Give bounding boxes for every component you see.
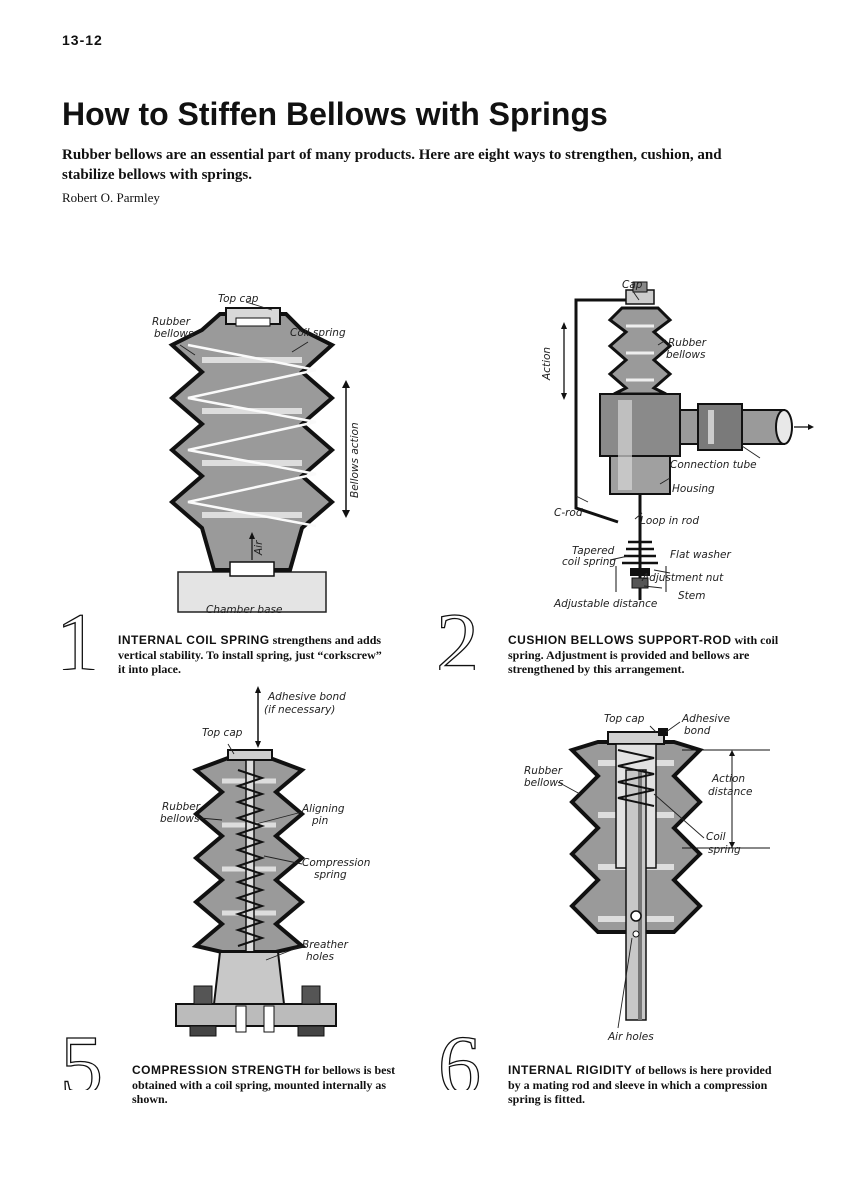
fig5-label-pin: pin <box>311 815 328 827</box>
fig2-cap <box>625 281 655 305</box>
fig2-caption-lead: CUSHION BELLOWS SUPPORT-ROD <box>508 633 732 647</box>
fig2-label-adjustable-distance: Adjustable distance <box>553 598 657 610</box>
fig2-label-adjustment-nut: Adjustment nut <box>641 572 724 584</box>
fig6-label-air-holes: Air holes <box>607 1031 654 1043</box>
fig5-label-aligning: Aligning <box>301 803 345 815</box>
fig6-label-bellows: bellows <box>524 777 564 789</box>
fig1-top-cap <box>225 307 281 327</box>
fig5-label-rubber: Rubber <box>162 801 201 813</box>
fig6-leaders <box>557 721 705 1029</box>
fig2-distance-arrows <box>615 566 667 592</box>
fig6-label-action: Action <box>711 773 745 785</box>
fig6-coil-spring <box>617 749 655 807</box>
figure-2-diagram: Cap Action Rubber bellows Connection tub… <box>435 279 814 670</box>
fig2-label-tapered: Tapered <box>572 545 615 557</box>
fig6-number: 6 <box>438 1017 481 1090</box>
fig5-adhesive-arrow <box>255 686 261 748</box>
fig1-air-inlet <box>229 561 275 577</box>
fig2-label-c-rod: C-rod <box>554 507 583 519</box>
figure-1-diagram: Top cap Rubber bellows Coil spring Bello… <box>55 293 361 670</box>
fig1-label-rubber: Rubber <box>152 316 191 328</box>
fig5-label-adhesive-bond: Adhesive bond <box>267 691 346 703</box>
fig6-label-distance: distance <box>708 786 753 798</box>
fig5-label-spring: spring <box>314 869 347 881</box>
fig2-connection-tube <box>679 403 793 451</box>
fig5-caption: COMPRESSION STRENGTH for bellows is best… <box>132 1063 402 1107</box>
fig1-caption-lead: INTERNAL COIL SPRING <box>118 633 270 647</box>
fig5-label-breather: Breather <box>302 939 349 951</box>
figure-6-diagram: Top cap Adhesive bond Rubber bellows Act… <box>437 713 770 1090</box>
fig1-chamber-base <box>177 571 327 613</box>
fig1-label-air: Air <box>253 540 265 556</box>
fig2-c-rod <box>574 298 642 524</box>
fig2-bellows <box>607 306 673 396</box>
fig2-action-arrow <box>561 322 567 400</box>
fig1-bellows <box>168 312 336 572</box>
fig6-top-cap <box>607 728 668 745</box>
fig6-action-distance-dims <box>682 749 770 849</box>
fig5-caption-lead: COMPRESSION STRENGTH <box>132 1063 302 1077</box>
fig1-bellows-action-arrow <box>342 380 350 518</box>
fig1-label-top-cap: Top cap <box>218 293 259 305</box>
fig2-housing <box>599 393 681 495</box>
fig6-rod <box>625 769 647 1021</box>
page-number: 13-12 <box>62 32 103 48</box>
fig5-caption-text: for bellows is best obtained with a coil… <box>132 1063 396 1106</box>
fig6-label-top-cap: Top cap <box>604 713 645 725</box>
fig2-caption-text: with coil spring. Adjustment is provided… <box>508 633 779 676</box>
fig2-label-stem: Stem <box>678 590 705 602</box>
fig2-label-flat-washer: Flat washer <box>670 549 731 561</box>
fig2-adjustment-nut <box>630 568 650 589</box>
fig6-label-adhesive: Adhesive <box>681 713 730 725</box>
fig6-label-rubber: Rubber <box>524 765 563 777</box>
fig5-base <box>175 951 337 1037</box>
fig2-number: 2 <box>436 595 479 670</box>
fig6-caption: INTERNAL RIGIDITY of bellows is here pro… <box>508 1063 782 1107</box>
fig5-label-holes: holes <box>306 951 334 963</box>
fig5-top-cap <box>227 749 273 761</box>
fig5-label-compression: Compression <box>302 857 370 869</box>
fig2-label-bellows: bellows <box>666 349 706 361</box>
fig1-label-chamber-base: Chamber base <box>206 604 282 616</box>
fig2-label-connection-tube: Connection tube <box>670 459 757 471</box>
fig1-caption-text: strengthens and adds vertical stability.… <box>118 633 382 676</box>
fig1-label-coil-spring: Coil spring <box>290 327 346 339</box>
fig6-label-coil: Coil <box>706 831 726 843</box>
fig5-label-if-necessary: (if necessary) <box>264 704 335 716</box>
fig2-label-action: Action <box>541 347 553 381</box>
author: Robert O. Parmley <box>62 190 160 205</box>
fig1-caption: INTERNAL COIL SPRING strengthens and add… <box>118 633 390 677</box>
figure-5-diagram: Adhesive bond (if necessary) Top cap Rub… <box>59 686 370 1090</box>
fig1-air-arrow <box>249 532 255 560</box>
fig6-air-holes <box>630 910 642 938</box>
fig2-tapered-coil-spring <box>622 540 658 565</box>
fig5-label-top-cap: Top cap <box>202 727 243 739</box>
fig2-label-cap: Cap <box>622 279 643 291</box>
fig5-leaders <box>199 743 303 961</box>
page-title: How to Stiffen Bellows with Springs <box>62 96 608 132</box>
fig1-number: 1 <box>56 595 99 670</box>
fig6-caption-text: of bellows is here provided by a mating … <box>508 1063 772 1106</box>
fig1-label-bellows-action: Bellows action <box>349 422 361 498</box>
fig2-tube-arrow <box>794 424 814 430</box>
fig6-caption-lead: INTERNAL RIGIDITY <box>508 1063 633 1077</box>
fig2-leaders <box>575 289 761 589</box>
fig5-compression-spring <box>234 769 266 947</box>
fig2-caption: CUSHION BELLOWS SUPPORT-ROD with coil sp… <box>508 633 780 677</box>
fig1-label-bellows: bellows <box>154 328 194 340</box>
fig2-label-loop-in-rod: Loop in rod <box>640 515 699 527</box>
fig5-number: 5 <box>60 1017 103 1090</box>
fig2-label-coil-spring: coil spring <box>562 556 616 568</box>
fig6-label-bond: bond <box>684 725 711 737</box>
fig2-label-rubber: Rubber <box>668 337 707 349</box>
fig1-leaders <box>179 301 309 356</box>
fig6-label-spring: spring <box>708 844 741 856</box>
fig2-label-housing: Housing <box>672 483 715 495</box>
page-subtitle: Rubber bellows are an essential part of … <box>62 147 722 183</box>
fig5-label-bellows: bellows <box>160 813 200 825</box>
